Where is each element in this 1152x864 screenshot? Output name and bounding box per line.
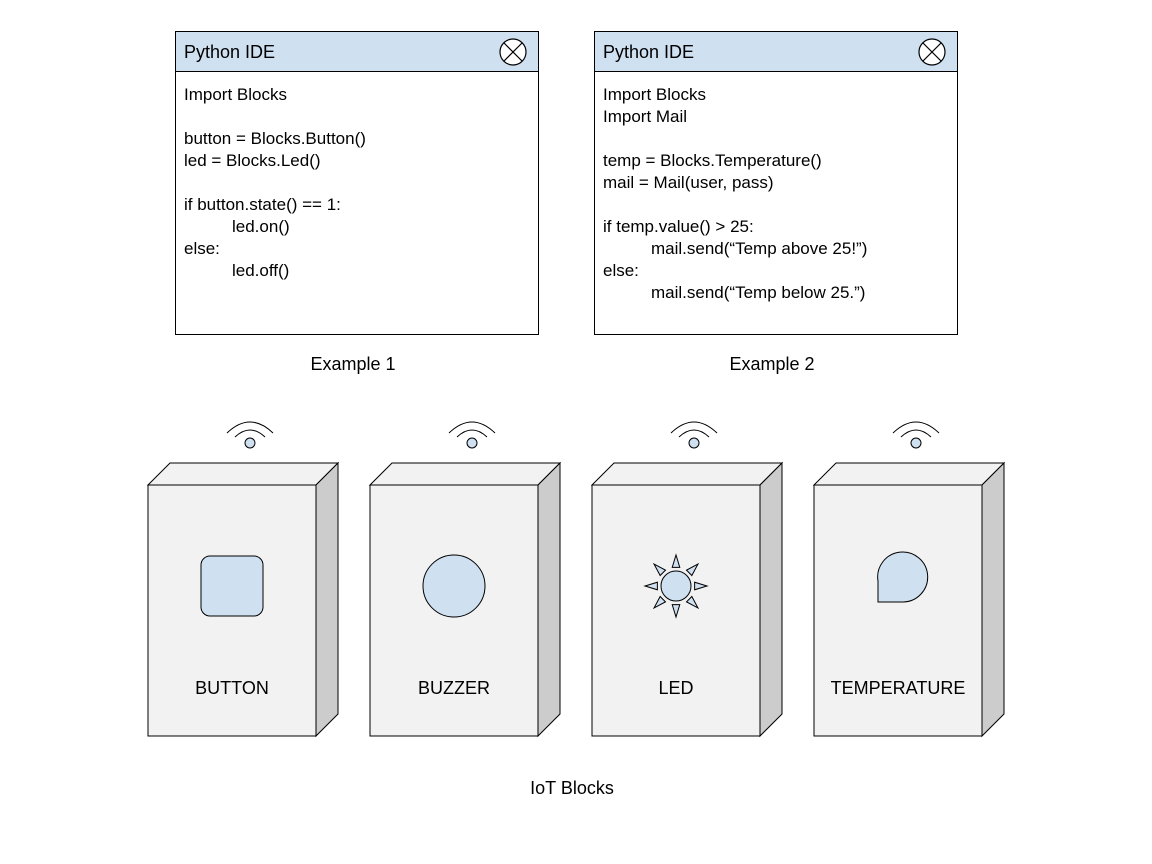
example-1-caption: Example 1 xyxy=(310,354,396,374)
ide-window-title: Python IDE xyxy=(184,42,276,62)
iot-block-buzzer xyxy=(368,421,562,738)
block-front-face xyxy=(813,484,983,737)
ide-title-bar: Python IDE xyxy=(595,32,957,72)
code-line: else: xyxy=(603,261,639,280)
code-line: Import Blocks xyxy=(603,85,706,104)
sun-ray xyxy=(685,562,700,577)
block-top-face xyxy=(368,462,562,486)
block-side-face xyxy=(315,461,339,738)
close-icon[interactable] xyxy=(917,37,947,67)
code-line: if button.state() == 1: xyxy=(184,195,341,214)
iot-block-led xyxy=(590,421,784,738)
iot-blocks-caption: IoT Blocks xyxy=(530,778,614,798)
ide-title-bar: Python IDE xyxy=(176,32,538,72)
block-top-face xyxy=(146,462,340,486)
python-ide-window-example-1: Python IDE Import Blocks button = Blocks.… xyxy=(175,31,539,335)
block-label: BUZZER xyxy=(418,678,490,698)
block-label: TEMPERATURE xyxy=(830,678,966,698)
code-line: if temp.value() > 25: xyxy=(603,217,754,236)
block-side-face xyxy=(759,461,783,738)
block-side-face xyxy=(537,461,561,738)
sun-ray xyxy=(685,595,700,610)
rounded-square-button-icon xyxy=(200,555,264,617)
wifi-signal-icon xyxy=(670,421,718,449)
sun-ray xyxy=(671,553,681,568)
circle-buzzer-icon xyxy=(422,554,486,618)
iot-block-button xyxy=(146,421,340,738)
block-top-face xyxy=(812,462,1006,486)
code-line: Import Mail xyxy=(603,107,688,126)
iot-block-temperature xyxy=(812,421,1006,738)
wifi-signal-icon xyxy=(892,421,940,449)
code-line: led.off() xyxy=(232,261,290,280)
code-line: temp = Blocks.Temperature() xyxy=(603,151,822,170)
example-2-caption: Example 2 xyxy=(729,354,815,374)
block-side-face xyxy=(981,461,1005,738)
code-line: Import Blocks xyxy=(184,85,287,104)
close-icon[interactable] xyxy=(498,37,528,67)
code-line: mail.send(“Temp below 25.”) xyxy=(651,283,866,302)
code-line: led.on() xyxy=(232,217,290,236)
code-line: mail.send(“Temp above 25!”) xyxy=(651,239,868,258)
drop-temperature-icon xyxy=(877,551,929,603)
block-top-face xyxy=(590,462,784,486)
wifi-signal-icon xyxy=(448,421,496,449)
code-line: else: xyxy=(184,239,220,258)
sun-ray xyxy=(694,581,709,591)
wifi-signal-icon xyxy=(226,421,274,449)
sun-core xyxy=(660,570,692,602)
ide-window-title: Python IDE xyxy=(603,42,695,62)
code-line: mail = Mail(user, pass) xyxy=(603,173,774,192)
block-label: BUTTON xyxy=(195,678,269,698)
code-editor[interactable]: Import Blocks button = Blocks.Button() led… xyxy=(184,84,366,282)
sun-led-icon xyxy=(643,553,709,619)
sun-ray xyxy=(643,581,658,591)
code-line: button = Blocks.Button() xyxy=(184,129,366,148)
code-line: led = Blocks.Led() xyxy=(184,151,321,170)
sun-ray xyxy=(671,604,681,619)
block-label: LED xyxy=(658,678,694,698)
sun-ray xyxy=(652,562,667,577)
sun-ray xyxy=(652,595,667,610)
